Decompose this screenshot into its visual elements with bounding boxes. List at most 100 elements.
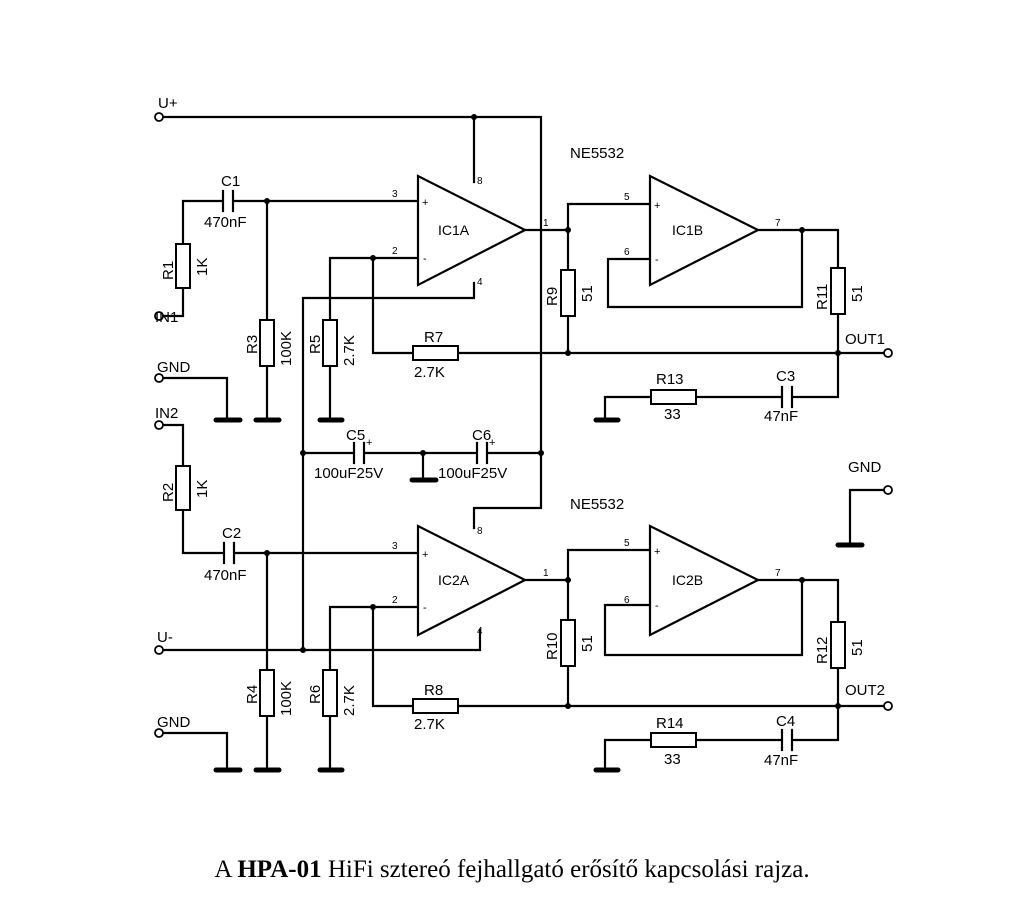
label-c5-plus: + (366, 437, 372, 449)
label-r5-ref: R5 (307, 335, 324, 354)
label-r2-value: 1K (194, 480, 211, 498)
resistor-r1 (175, 243, 191, 289)
label-c6-ref: C6 (472, 427, 491, 444)
figure-caption: A HPA-01 HiFi sztereó fejhallgató erősít… (0, 856, 1024, 884)
capacitor-c5 (352, 441, 366, 465)
opamps (416, 174, 761, 637)
capacitor-c3 (780, 385, 794, 409)
pin-ic1a-1: 1 (543, 218, 549, 229)
label-r8-ref: R8 (424, 682, 443, 699)
label-out2: OUT2 (845, 682, 885, 699)
pin-ic2b-5: 5 (624, 538, 630, 549)
junctions (264, 114, 841, 709)
resistor-r5 (322, 319, 338, 367)
label-ic1a: IC1A (438, 222, 470, 238)
sign-ic2a-plus: + (422, 549, 428, 561)
capacitor-c6 (475, 441, 489, 465)
pin-ic1b-7: 7 (775, 218, 781, 229)
resistor-r12 (830, 621, 846, 669)
label-r13-ref: R13 (656, 371, 684, 388)
label-r14-ref: R14 (656, 715, 684, 732)
label-r10-value: 51 (579, 635, 596, 652)
terminal-gnd-3 (883, 485, 893, 495)
pin-ic2a-2: 2 (392, 595, 398, 606)
terminal-gnd-2 (154, 728, 164, 738)
resistor-r9 (560, 269, 576, 317)
label-r1-value: 1K (194, 258, 211, 276)
opamp-ic1a (416, 174, 528, 287)
caption-model: HPA-01 (237, 856, 322, 883)
label-r5-value: 2.7K (341, 335, 358, 366)
label-u-plus: U+ (158, 95, 178, 112)
label-gnd-1: GND (157, 359, 191, 376)
label-c5-value: 100uF25V (314, 465, 383, 482)
resistor-r11 (830, 267, 846, 315)
label-ic2b: IC2B (672, 572, 703, 588)
sign-ic1a-plus: + (422, 197, 428, 209)
label-in1: IN1 (155, 309, 178, 326)
label-gnd-3: GND (848, 459, 882, 476)
label-r13-value: 33 (664, 406, 681, 423)
label-c3-ref: C3 (776, 368, 795, 385)
sign-ic1b-plus: + (654, 200, 660, 212)
label-r6-ref: R6 (307, 685, 324, 704)
terminal-out1 (883, 348, 893, 358)
pin-ic1a-2: 2 (392, 246, 398, 257)
label-r9-ref: R9 (544, 287, 561, 306)
pin-ic1b-6: 6 (624, 247, 630, 258)
capacitor-c2 (222, 541, 236, 565)
label-out1: OUT1 (845, 331, 885, 348)
label-u-minus: U- (157, 629, 173, 646)
label-r11-ref: R11 (814, 284, 831, 310)
resistor-r6 (322, 669, 338, 717)
terminal-in2 (154, 420, 164, 430)
capacitor-c4 (780, 728, 794, 752)
label-c1-ref: C1 (221, 173, 240, 190)
label-r12-value: 51 (849, 639, 866, 656)
terminals (154, 112, 893, 738)
label-c1-value: 470nF (204, 214, 247, 231)
terminal-gnd-1 (154, 373, 164, 383)
sign-ic2a-minus: - (423, 602, 427, 614)
label-r12-ref: R12 (814, 636, 831, 664)
label-r14-value: 33 (664, 751, 681, 768)
resistors (175, 243, 846, 748)
pin-ic2a-4: 4 (477, 626, 483, 637)
label-c3-value: 47nF (764, 408, 798, 425)
pin-ic2b-6: 6 (624, 595, 630, 606)
terminal-in1 (154, 311, 164, 321)
sign-ic1a-minus: - (423, 253, 427, 265)
label-r4-value: 100K (278, 681, 295, 716)
label-c2-ref: C2 (222, 525, 241, 542)
resistor-r10 (560, 619, 576, 667)
label-r2-ref: R2 (160, 483, 177, 502)
terminal-u-plus (154, 112, 164, 122)
label-r4-ref: R4 (244, 685, 261, 704)
sign-ic2b-plus: + (654, 546, 660, 558)
resistor-r13 (650, 389, 697, 405)
label-part-bottom: NE5532 (570, 496, 624, 513)
label-c5-ref: C5 (346, 427, 365, 444)
label-r10-ref: R10 (544, 632, 561, 660)
label-c6-plus: + (489, 437, 495, 449)
pin-ic2a-1: 1 (543, 568, 549, 579)
resistor-r7 (412, 345, 459, 361)
label-c4-ref: C4 (776, 713, 795, 730)
pin-ic1a-3: 3 (392, 189, 398, 200)
label-r6-value: 2.7K (341, 685, 358, 716)
pin-ic1a-8: 8 (477, 176, 483, 187)
ground-symbols (213, 417, 865, 773)
capacitors (221, 189, 794, 752)
pin-ic2b-7: 7 (775, 568, 781, 579)
terminal-u-minus (154, 645, 164, 655)
label-r7-value: 2.7K (414, 364, 445, 381)
resistor-r14 (650, 732, 697, 748)
label-gnd-2: GND (157, 714, 191, 731)
label-in2: IN2 (155, 405, 178, 422)
pin-ic2a-8: 8 (477, 526, 483, 537)
label-r1-ref: R1 (160, 261, 177, 280)
opamp-ic2a (416, 524, 528, 637)
capacitor-c1 (221, 189, 235, 213)
label-c6-value: 100uF25V (438, 465, 507, 482)
